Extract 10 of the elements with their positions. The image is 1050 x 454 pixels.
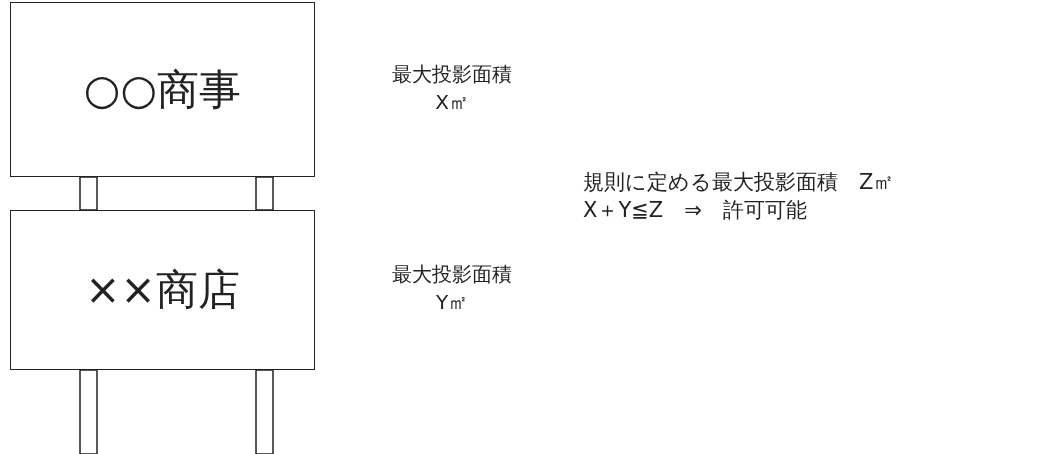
area-label: 最大投影面積: [392, 261, 512, 288]
sign-text: ○○商事: [83, 63, 242, 116]
rule-note: 規則に定める最大投影面積 Z㎡: [583, 169, 895, 196]
sign-text: ××商店: [85, 264, 240, 316]
area-label: Y㎡: [435, 289, 469, 316]
rule-note: X＋Y≦Z ⇒ 許可可能: [583, 197, 808, 224]
signboard: [10, 2, 315, 177]
area-label: X㎡: [435, 89, 469, 116]
area-label: 最大投影面積: [392, 61, 512, 88]
signboard: [10, 210, 315, 370]
